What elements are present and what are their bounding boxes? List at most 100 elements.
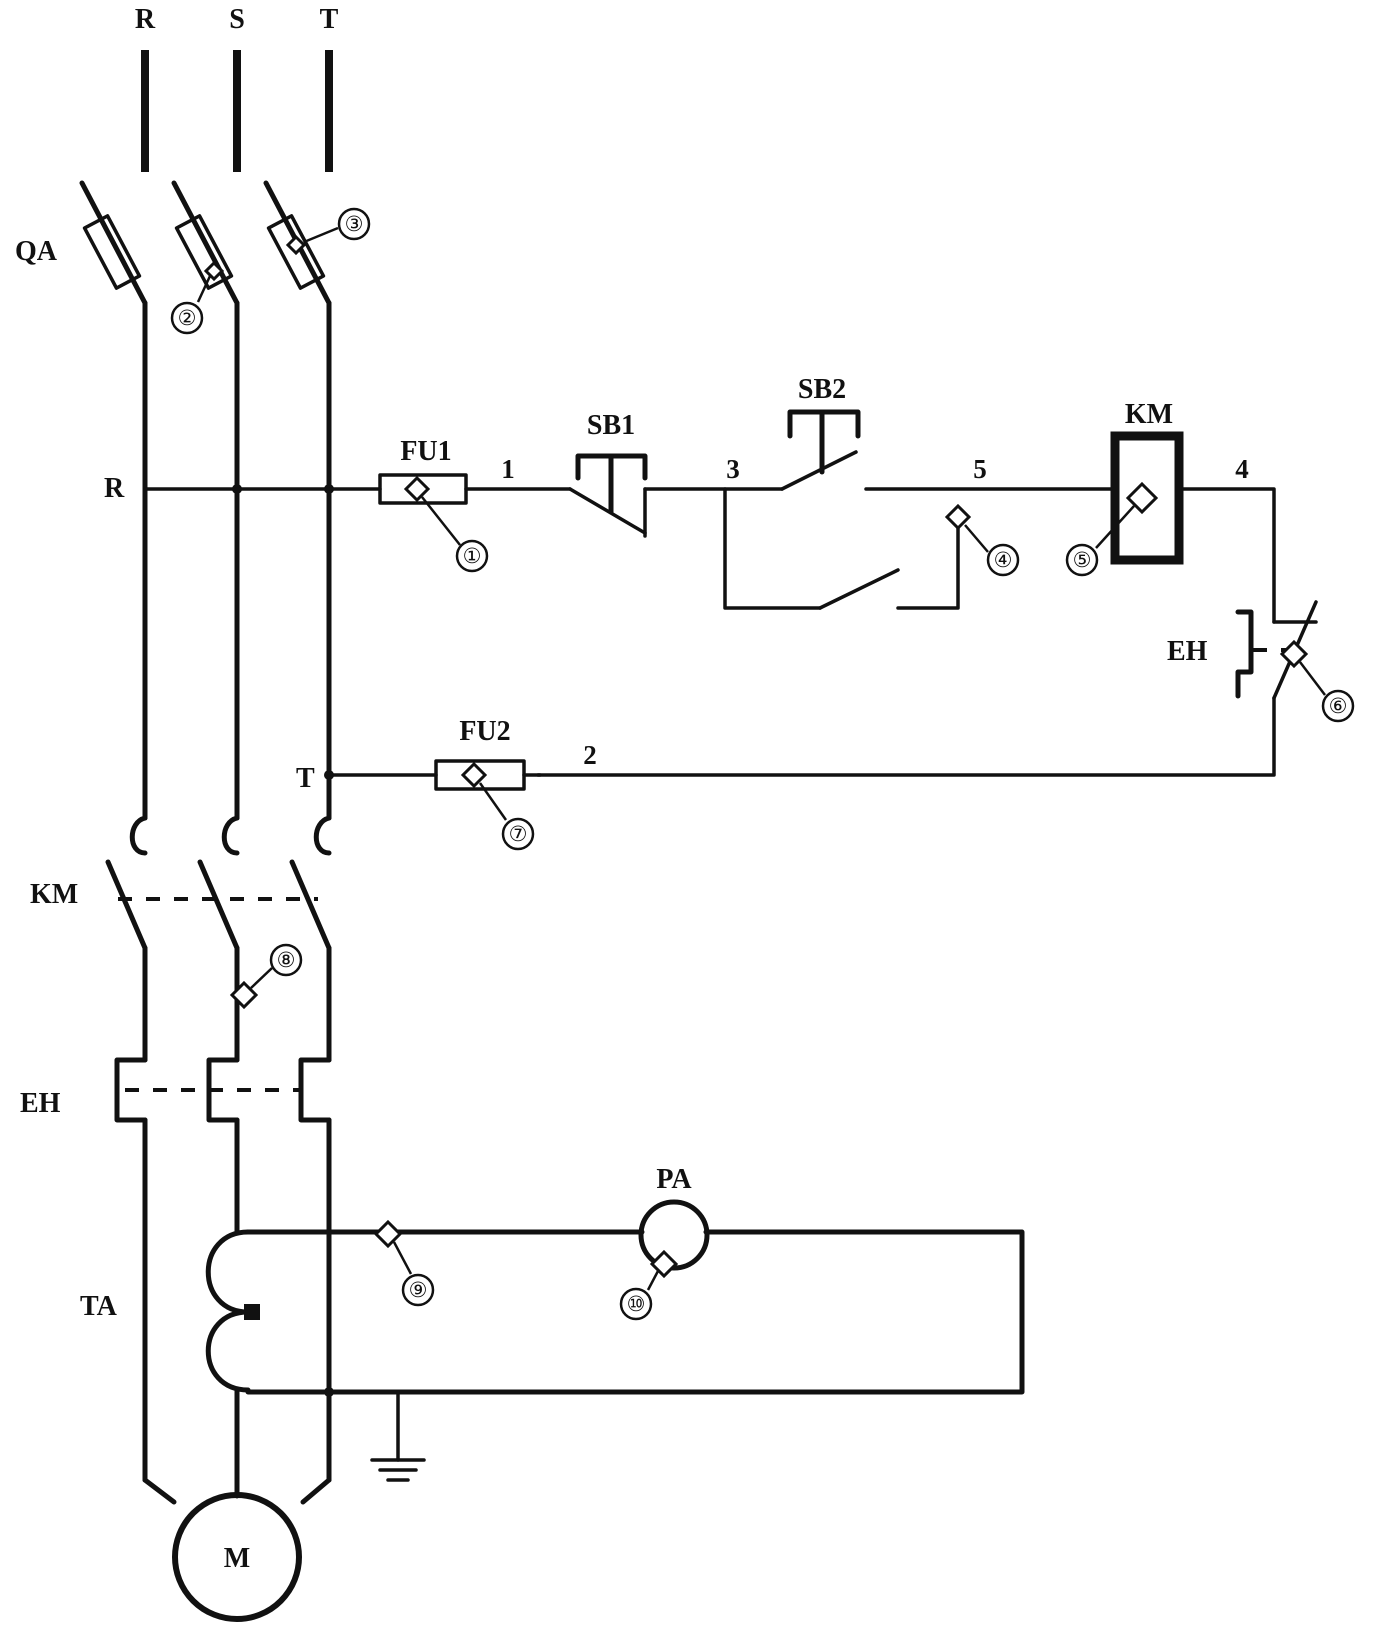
wire-number-1: 1 <box>501 454 515 484</box>
check-point-2-leader <box>196 275 212 303</box>
wire-number-2: 2 <box>583 740 597 770</box>
check-point-6-circle <box>1321 689 1355 723</box>
check-point-3-leader <box>303 226 339 244</box>
junction-dot-t-lower <box>324 770 334 780</box>
check-point-3: ③ <box>285 207 371 256</box>
check-point-7: ⑦ <box>460 761 535 851</box>
check-point-4-label: ④ <box>994 548 1013 572</box>
check-point-8-marker <box>229 980 259 1010</box>
motor-lead-t <box>300 1477 332 1505</box>
ta-coil-upper <box>205 1229 251 1315</box>
stop-button-label: SB1 <box>587 410 635 441</box>
eh-element-t <box>298 1057 332 1123</box>
breaker-qa <box>79 180 332 306</box>
overload-main-elements <box>114 1057 332 1123</box>
motor-m: M <box>142 1477 332 1622</box>
motor-circle <box>172 1492 302 1622</box>
motor-lead-r <box>142 1477 177 1505</box>
check-point-8-circle <box>269 943 303 977</box>
control-tap-label-t: T <box>296 763 315 794</box>
check-point-5-marker <box>1125 481 1159 515</box>
ammeter-label: PA <box>656 1164 692 1195</box>
check-point-5-leader <box>1095 505 1135 549</box>
check-point-10-label: ⑩ <box>627 1292 646 1316</box>
contactor-main-label: KM <box>30 879 78 910</box>
start-button-sb2[interactable] <box>780 409 861 491</box>
ground-symbol <box>370 1390 426 1482</box>
overload-contact-eh: ⑥ <box>1235 600 1355 723</box>
check-point-4-marker <box>944 503 972 531</box>
km-blade-r <box>105 859 148 951</box>
eh-element-r <box>114 1057 148 1123</box>
check-point-8-label: ⑧ <box>277 948 296 972</box>
current-transformer-ta <box>205 1229 260 1393</box>
check-point-9-circle <box>401 1273 435 1307</box>
check-point-3-circle <box>337 207 371 241</box>
junction-dot-ta <box>324 1387 334 1397</box>
breaker-fuse-body-t <box>266 214 326 290</box>
start-button-label: SB2 <box>798 374 846 405</box>
km-blade-s <box>197 859 240 951</box>
check-point-3-marker <box>285 234 307 256</box>
phase-label-t: T <box>320 4 339 35</box>
wire-4 <box>1181 487 1276 624</box>
breaker-blade-s <box>171 180 240 306</box>
breaker-fuse-body-s <box>174 214 234 290</box>
check-point-3-label: ③ <box>345 212 364 236</box>
wire-2-right <box>536 696 1276 777</box>
check-point-5: ⑤ <box>1065 481 1159 577</box>
km-aux-contact-blade <box>818 568 900 610</box>
check-point-1-circle <box>455 539 489 573</box>
main-conductors <box>142 300 332 821</box>
check-point-7-label: ⑦ <box>509 822 528 846</box>
check-point-2-label: ② <box>178 306 197 330</box>
check-point-10-circle <box>619 1287 653 1321</box>
incoming-supply-lines <box>141 50 333 172</box>
start-button-contact-blade <box>780 450 858 491</box>
check-point-5-label: ⑤ <box>1073 548 1092 572</box>
motor-label: M <box>224 1543 250 1574</box>
ta-coil-lower <box>205 1309 251 1393</box>
check-point-1-leader <box>421 496 461 546</box>
check-point-5-circle <box>1065 543 1099 577</box>
check-point-9-leader <box>392 1241 413 1275</box>
check-point-9-label: ⑨ <box>409 1278 428 1302</box>
overload-main-label: EH <box>20 1088 61 1119</box>
check-point-9-marker <box>373 1219 403 1249</box>
overload-contact-actuator <box>1235 609 1254 699</box>
check-point-4-circle <box>986 543 1020 577</box>
stop-button-contact-blade <box>568 487 647 535</box>
check-point-7-leader <box>478 782 508 821</box>
contactor-main-contacts <box>105 815 332 951</box>
current-transformer-label: TA <box>80 1291 118 1322</box>
breaker-blade-r <box>79 180 148 306</box>
control-tap-label-r: R <box>104 473 125 504</box>
check-point-4: ④ <box>944 503 1020 577</box>
check-point-1: ① <box>403 475 489 573</box>
check-point-1-marker <box>403 475 431 503</box>
stop-button-sb1[interactable] <box>568 453 648 538</box>
check-point-10: ⑩ <box>619 1249 679 1321</box>
check-point-7-marker <box>460 761 488 789</box>
check-point-1-label: ① <box>463 544 482 568</box>
breaker-fuse-body-r <box>82 214 142 290</box>
fuse2-label: FU2 <box>459 716 510 747</box>
phase-label-r: R <box>135 4 156 35</box>
check-point-2: ② <box>170 260 225 335</box>
km-terminal-s <box>221 815 240 856</box>
km-aux-left-wire <box>723 487 822 610</box>
check-point-4-leader <box>964 524 989 553</box>
contactor-coil <box>1110 431 1184 565</box>
check-point-2-circle <box>170 301 204 335</box>
check-point-2-marker <box>203 260 225 282</box>
check-point-8: ⑧ <box>229 943 303 1010</box>
ta-core-mark <box>244 1304 260 1320</box>
check-point-8-leader <box>250 967 273 989</box>
check-point-7-circle <box>501 817 535 851</box>
breaker-label: QA <box>15 236 58 267</box>
check-point-6-marker <box>1279 639 1309 669</box>
km-blade-t <box>289 859 332 951</box>
check-point-10-leader <box>646 1270 660 1291</box>
check-point-9: ⑨ <box>373 1219 435 1307</box>
